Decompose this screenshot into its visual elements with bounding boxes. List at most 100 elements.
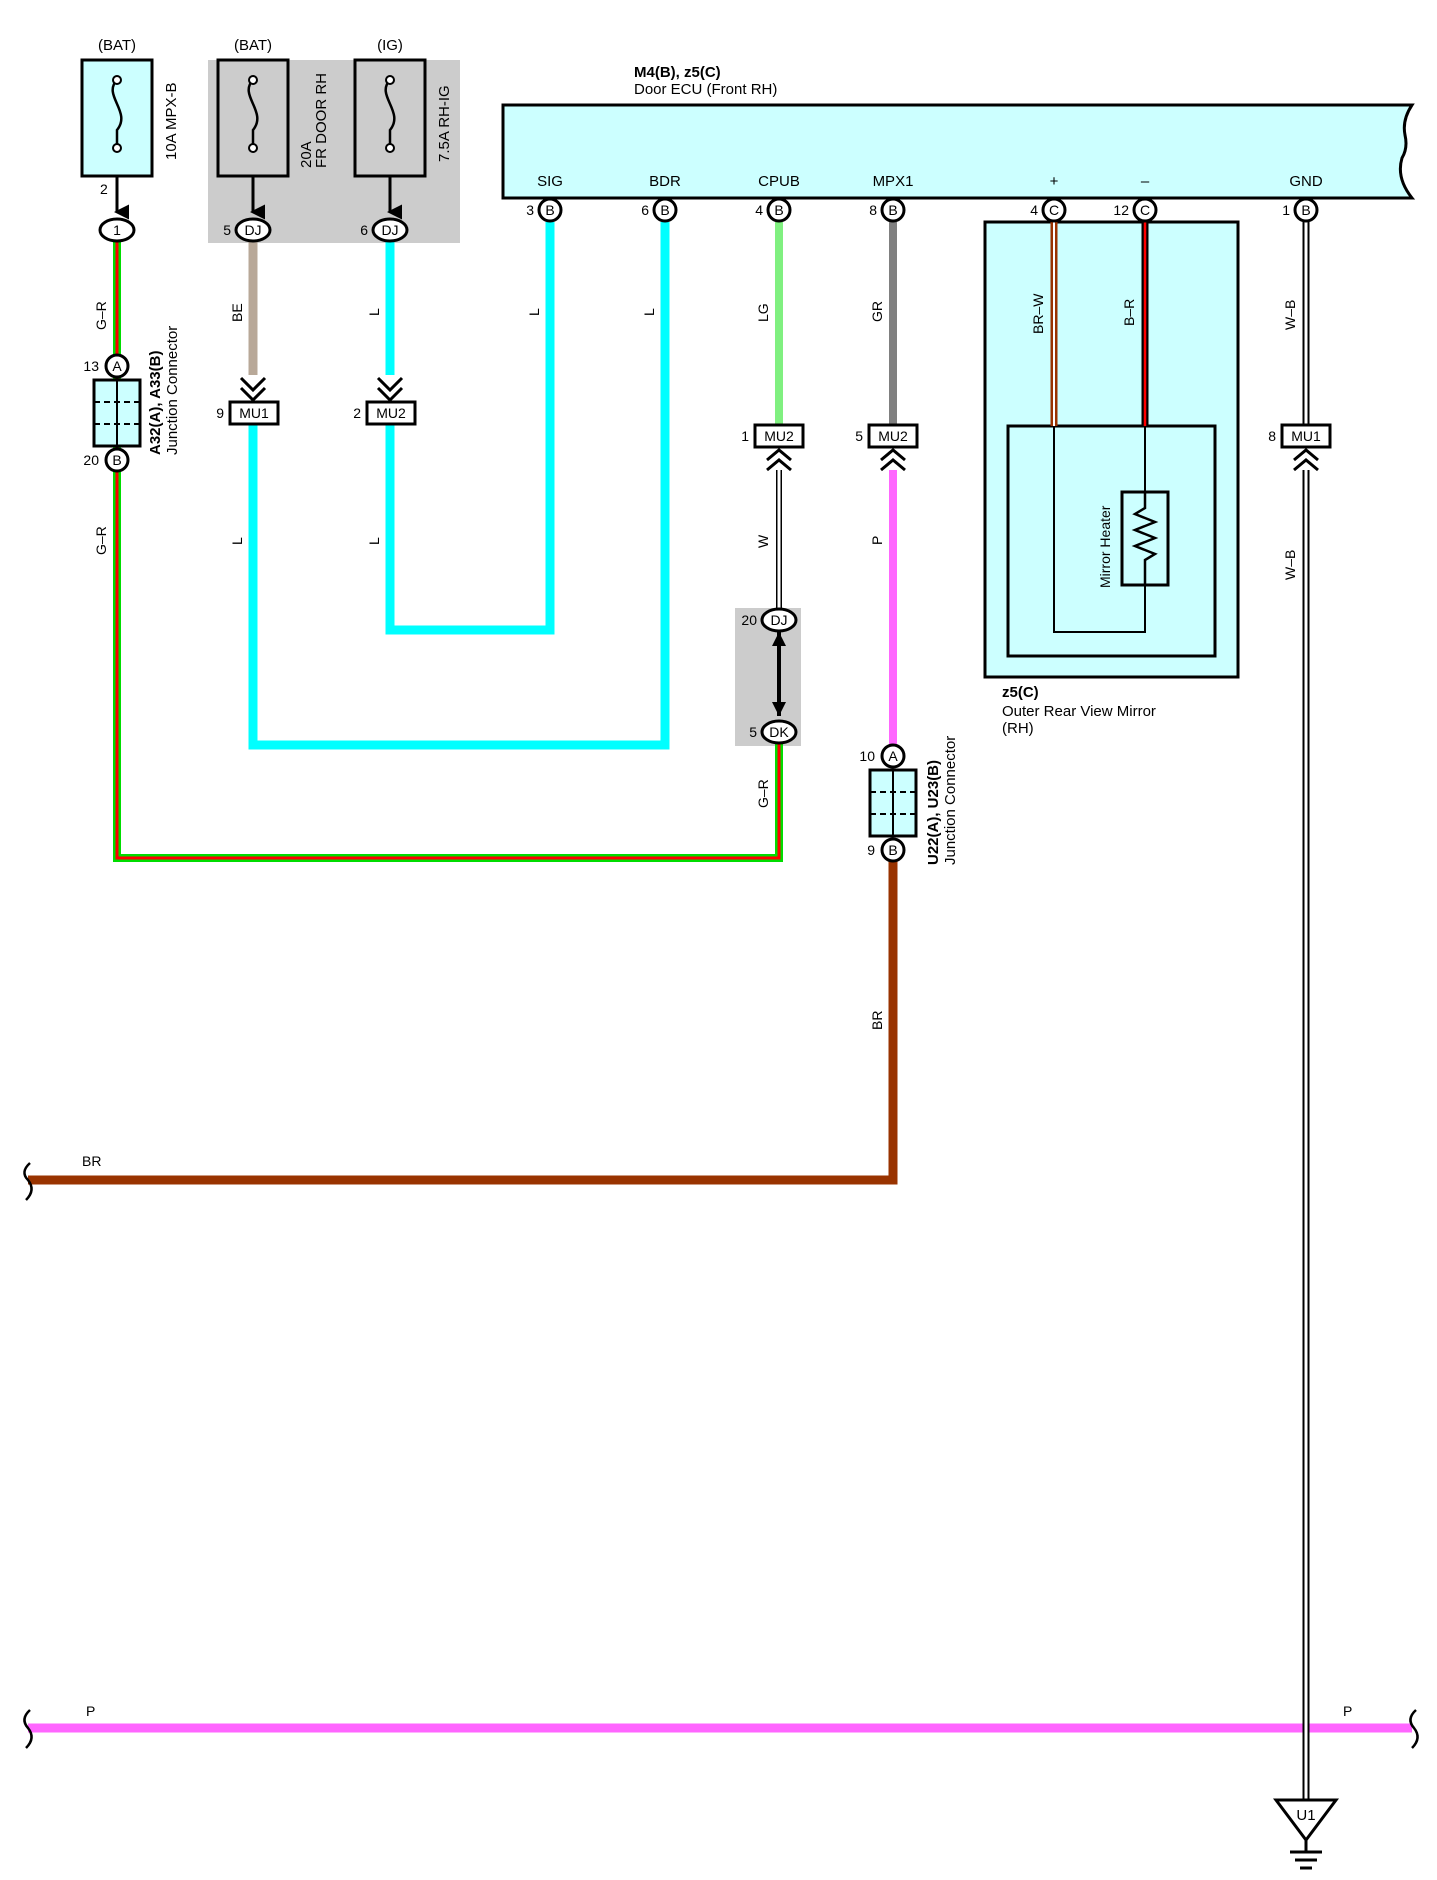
- ecu-title: M4(B), z5(C): [634, 64, 721, 81]
- wire-br: [28, 852, 898, 1185]
- wire-label-gr: GR: [869, 301, 885, 322]
- wire-label-l-mu2: L: [366, 537, 382, 545]
- break-mark-p-right: [1409, 1709, 1419, 1749]
- svg-text:1: 1: [113, 222, 121, 238]
- svg-text:2: 2: [353, 405, 361, 421]
- ecu-term-mpx1: MPX1: [873, 173, 914, 190]
- wire-g-r-tracer: [115, 240, 781, 860]
- svg-text:6: 6: [641, 202, 649, 218]
- wire-label-be: BE: [229, 303, 245, 322]
- svg-text:4: 4: [755, 202, 763, 218]
- wire-label-g-r-right: G–R: [755, 779, 771, 808]
- svg-text:B: B: [888, 202, 897, 218]
- ecu-term-gnd: GND: [1289, 173, 1323, 190]
- svg-text:9: 9: [867, 842, 875, 858]
- junction-a-desc: Junction Connector: [164, 326, 181, 455]
- svg-text:5: 5: [223, 222, 231, 238]
- svg-text:MU1: MU1: [1291, 428, 1321, 444]
- wire-label-g-r-top: G–R: [93, 301, 109, 330]
- svg-text:MU2: MU2: [764, 428, 794, 444]
- fuse-rhig-source: (IG): [377, 37, 403, 54]
- ecu-pin-gnd: B 1: [1282, 197, 1319, 223]
- ecu-pin-mpx1: B 8: [869, 197, 906, 223]
- connector-dj-5: DJ 5: [223, 217, 272, 243]
- svg-text:12: 12: [1113, 202, 1129, 218]
- wire-label-l-dj6: L: [366, 308, 382, 316]
- fuse-rhig-label: 7.5A RH-IG: [436, 85, 453, 162]
- svg-text:1: 1: [1282, 202, 1290, 218]
- mirror-desc-1: Outer Rear View Mirror: [1002, 703, 1156, 720]
- wire-label-w-b-mid: W–B: [1282, 550, 1298, 580]
- junction-u-desc: Junction Connector: [942, 736, 959, 865]
- svg-text:3: 3: [526, 202, 534, 218]
- svg-text:B: B: [774, 202, 783, 218]
- fuse-mpxb-pin: 2: [100, 181, 108, 197]
- svg-text:B: B: [888, 842, 897, 858]
- ecu-pin-cpub: B 4: [755, 197, 792, 223]
- ecu-term-bdr: BDR: [649, 173, 681, 190]
- fuse-frdoor-source: (BAT): [234, 37, 272, 54]
- wire-label-l-mu1: L: [229, 537, 245, 545]
- svg-text:4: 4: [1030, 202, 1038, 218]
- ecu-term-cpub: CPUB: [758, 173, 800, 190]
- svg-text:20: 20: [741, 612, 757, 628]
- svg-text:MU2: MU2: [376, 405, 406, 421]
- wire-label-lg: LG: [755, 303, 771, 322]
- connector-mu2-5: MU2 5: [855, 423, 919, 472]
- svg-text:C: C: [1049, 202, 1059, 218]
- ground-u1-icon: U1: [1273, 1798, 1339, 1870]
- junction-u22-u23: A 10 B 9 U22(A), U23(B) Junction Connect…: [859, 736, 959, 865]
- fuse-10a-mpx-b: (BAT) 10A MPX-B: [80, 37, 180, 178]
- wire-g-r: [113, 240, 783, 862]
- connector-dk-5: DK 5: [749, 702, 798, 745]
- fuse-frdoor-label-2: FR DOOR RH: [313, 73, 330, 168]
- svg-text:13: 13: [83, 358, 99, 374]
- mirror-desc-2: (RH): [1002, 720, 1034, 737]
- mirror-inner-box: [1006, 424, 1217, 658]
- ecu-term-plus: +: [1050, 173, 1059, 190]
- junction-a-name: A32(A), A33(B): [147, 351, 164, 455]
- wire-label-w: W: [755, 534, 771, 548]
- break-mark-p-left: [23, 1709, 33, 1749]
- junction-u-name: U22(A), U23(B): [925, 760, 942, 865]
- mirror-title: z5(C): [1002, 684, 1039, 701]
- ground-label: U1: [1296, 1807, 1315, 1824]
- mirror-outer-box: [983, 220, 1240, 679]
- wire-label-br-w: BR–W: [1030, 293, 1046, 334]
- svg-text:B: B: [112, 452, 121, 468]
- svg-text:MU1: MU1: [239, 405, 269, 421]
- ecu-subtitle: Door ECU (Front RH): [634, 81, 777, 98]
- svg-text:B: B: [1301, 202, 1310, 218]
- svg-text:6: 6: [360, 222, 368, 238]
- connector-1: 1: [98, 217, 136, 243]
- wire-label-p-right: P: [1343, 1703, 1352, 1719]
- break-mark-br-left: [23, 1162, 33, 1201]
- connector-mu1-9: MU1 9: [216, 376, 280, 426]
- fuse-icon: [384, 79, 396, 150]
- svg-text:B: B: [545, 202, 554, 218]
- svg-text:MU2: MU2: [878, 428, 908, 444]
- wire-label-l-bdr: L: [641, 308, 657, 316]
- connector-mu2-2: MU2 2: [353, 376, 417, 426]
- fuse-icon: [111, 79, 123, 150]
- svg-text:C: C: [1140, 202, 1150, 218]
- svg-text:B: B: [660, 202, 669, 218]
- svg-text:DJ: DJ: [244, 222, 261, 238]
- wire-label-br-horiz: BR: [82, 1153, 101, 1169]
- wire-label-p-mpx: P: [869, 536, 885, 545]
- fuse-20a-fr-door-rh: (BAT) 20A FR DOOR RH: [216, 37, 330, 178]
- svg-text:DK: DK: [769, 724, 789, 740]
- svg-text:20: 20: [83, 452, 99, 468]
- svg-text:5: 5: [855, 428, 863, 444]
- fuse-mpxb-source: (BAT): [98, 37, 136, 54]
- ecu-term-minus: –: [1141, 173, 1150, 190]
- svg-text:10: 10: [859, 748, 875, 764]
- wire-label-b-r: B–R: [1121, 299, 1137, 326]
- fuse-frdoor-label-1: 20A: [298, 141, 315, 168]
- door-ecu-box: [501, 103, 1416, 200]
- connector-mu1-8: MU1 8: [1268, 423, 1332, 472]
- ecu-term-sig: SIG: [537, 173, 563, 190]
- svg-text:DJ: DJ: [770, 612, 787, 628]
- wire-l-sig: [385, 222, 555, 635]
